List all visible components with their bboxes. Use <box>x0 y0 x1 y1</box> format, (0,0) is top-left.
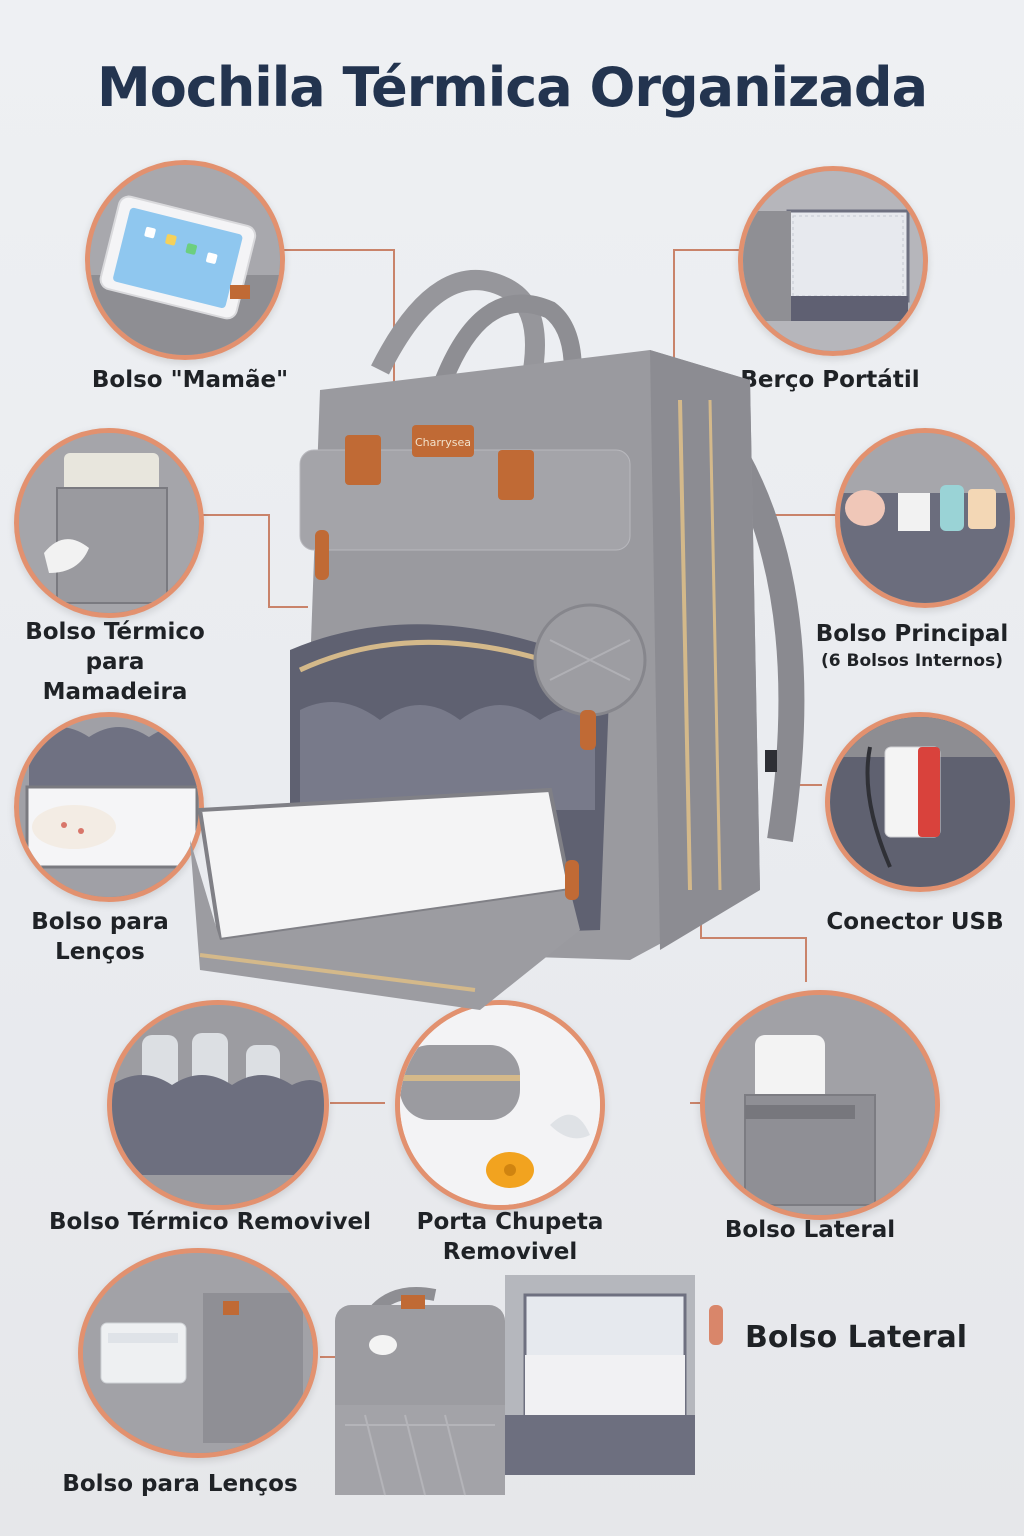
connector-line <box>780 784 822 786</box>
feature-circle-termico-mamadeira <box>14 428 204 618</box>
feature-circle-principal <box>835 428 1015 608</box>
connector-line <box>268 514 270 608</box>
feature-circle-lencos-bottom <box>78 1248 318 1458</box>
label-line: Removivel <box>442 1238 578 1265</box>
label-lateral: Bolso Lateral <box>724 1217 896 1243</box>
connector-line <box>690 1102 704 1104</box>
label-line: Porta Chupeta <box>416 1209 604 1235</box>
label-chupeta: Porta Chupeta Removivel <box>400 1208 620 1268</box>
label-mamae: Bolso "Mamãe" <box>91 367 289 393</box>
feature-circle-termico-removivel <box>107 1000 329 1210</box>
label-line: Bolso para <box>31 909 169 935</box>
connector-line <box>330 1102 385 1104</box>
label-line: para Mamadeira <box>42 648 188 705</box>
label-termico-removivel: Bolso Térmico Removivel <box>48 1209 371 1235</box>
label-line: Bolso Térmico <box>25 619 205 645</box>
label-termico-mamadeira: Bolso Térmico para Mamadeira <box>10 618 220 708</box>
label-lencos: Bolso para Lenços <box>0 908 200 968</box>
main-compartment-icon <box>840 485 1010 603</box>
label-berco: Berço Portátil <box>740 367 920 393</box>
pacifier-icon <box>486 1114 590 1188</box>
connector-line <box>200 514 270 516</box>
connector-line <box>673 249 743 251</box>
crib-icon <box>786 209 910 321</box>
brand-tag: Charrysea <box>415 436 471 449</box>
feature-circle-usb <box>825 712 1015 892</box>
connector-line <box>805 937 807 982</box>
feature-circle-chupeta <box>395 1000 605 1210</box>
label-lencos-bottom: Bolso para Lenços <box>62 1471 298 1497</box>
label-sub: (6 Bolsos Internos) <box>821 650 1003 671</box>
label-principal: Bolso Principal (6 Bolsos Internos) <box>800 620 1024 672</box>
feature-circle-lateral <box>700 990 940 1220</box>
side-pocket-icon <box>744 1035 876 1206</box>
page-title: Mochila Térmica Organizada <box>96 56 928 119</box>
backpack-main-image: Charrysea <box>180 250 810 1010</box>
bottle-pocket-icon <box>56 453 168 604</box>
connector-line <box>700 937 806 939</box>
wipes-dispenser-icon <box>100 1322 187 1384</box>
feature-circle-berco <box>738 166 928 356</box>
tablet-pocket-icon <box>99 195 257 320</box>
connector-line <box>673 249 675 377</box>
usb-icon <box>884 746 941 838</box>
label-lateral-bottom: Bolso Lateral <box>745 1320 968 1355</box>
label-usb: Conector USB <box>826 909 1004 935</box>
insulated-pocket-icon <box>112 1033 324 1175</box>
backpack-crib-image <box>325 1255 735 1505</box>
wipes-pocket-icon <box>25 785 199 869</box>
label-line: Bolso Principal <box>815 621 1009 647</box>
feature-circle-lencos <box>14 712 204 902</box>
connector-line <box>282 249 394 251</box>
label-line: Lenços <box>55 938 145 965</box>
connector-line <box>268 606 308 608</box>
